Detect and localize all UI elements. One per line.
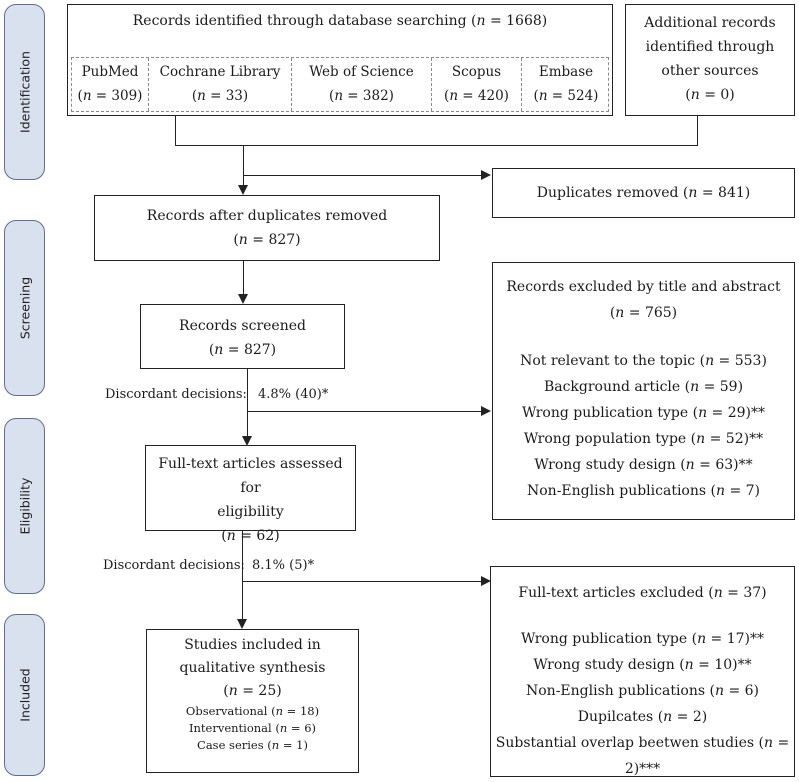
exclusion-reason: Non-English publications (n = 6) [526, 683, 759, 699]
stage-label: Identification [17, 51, 32, 133]
arrow-right-icon [481, 406, 491, 416]
arrow-down-icon [238, 185, 248, 195]
fulltext-excluded-box: Full-text articles excluded (n = 37) Wro… [490, 566, 795, 777]
connector-line [697, 116, 698, 145]
connector-line [247, 411, 481, 412]
records-screened-box: Records screened (n = 827) [140, 304, 345, 369]
discordant-decisions-label: Discordant decisions: [105, 387, 247, 402]
stage-label: Included [17, 668, 32, 722]
discordant-decisions-value: 4.8% (40)* [258, 387, 329, 402]
included-breakdown-item: Observational (n = 18) [185, 704, 320, 718]
included-breakdown-item: Case series (n = 1) [197, 738, 308, 752]
after-duplicates-box: Records after duplicates removed (n = 82… [94, 195, 440, 261]
additional-records-box: Additional records identified through ot… [625, 4, 795, 116]
exclusion-reason: Wrong population type (n = 52)** [523, 431, 764, 447]
included-breakdown-item: Interventional (n = 6) [188, 721, 317, 735]
database-cell-embase: Embase (n = 524) [533, 64, 599, 104]
studies-included-box: Studies included in qualitative synthesi… [146, 629, 359, 773]
exclusion-reason: Dupilcates (n = 2) [577, 709, 708, 725]
arrow-right-icon [481, 576, 491, 586]
connector-line [175, 116, 176, 145]
stage-label: Screening [17, 276, 32, 340]
exclusion-reason: Background article (n = 59) [543, 379, 744, 395]
database-search-title: Records identified through database sear… [132, 13, 548, 29]
database-cell-pubmed: PubMed (n = 309) [72, 58, 149, 111]
stage-eligibility: Eligibility [4, 418, 45, 594]
exclusion-reason: Wrong study design (n = 63)** [534, 457, 753, 473]
connector-line [175, 145, 698, 146]
arrow-down-icon [238, 294, 248, 304]
connector-line [243, 261, 244, 294]
exclusion-reason: Substantial overlap beetwen studies (n =… [495, 735, 790, 777]
database-cell-cochrane: Cochrane Library (n = 33) [149, 58, 292, 111]
connector-line [242, 531, 243, 619]
connector-line [247, 369, 248, 436]
database-table: PubMed (n = 309) Cochrane Library (n = 3… [71, 57, 609, 112]
connector-line [243, 145, 244, 185]
arrow-right-icon [481, 170, 491, 180]
stage-screening: Screening [4, 220, 45, 396]
database-search-box: Records identified through database sear… [67, 4, 613, 116]
arrow-down-icon [242, 436, 252, 446]
duplicates-removed-box: Duplicates removed (n = 841) [492, 168, 795, 218]
discordant-decisions-label: Discordant decisions: [103, 558, 245, 573]
exclusion-reason: Wrong study design (n = 10)** [533, 657, 752, 673]
fulltext-assessed-box: Full-text articles assessed for eligibil… [145, 445, 356, 544]
connector-line [242, 581, 481, 582]
connector-line [243, 175, 481, 176]
stage-included: Included [4, 614, 45, 776]
database-cell-web-of-science: Web of Science (n = 382) [292, 58, 432, 111]
discordant-decisions-value: 8.1% (5)* [252, 558, 315, 573]
database-cell-scopus: Scopus (n = 420) [432, 58, 522, 111]
excluded-title-abstract-box: Records excluded by title and abstract (… [492, 262, 795, 520]
exclusion-reason: Wrong publication type (n = 17)** [520, 631, 765, 647]
stage-identification: Identification [4, 4, 45, 180]
exclusion-reason: Not relevant to the topic (n = 553) [520, 353, 767, 369]
arrow-down-icon [237, 619, 247, 629]
exclusion-reason: Wrong publication type (n = 29)** [521, 405, 766, 421]
stage-label: Eligibility [17, 477, 32, 535]
exclusion-reason: Non-English publications (n = 7) [527, 483, 760, 499]
